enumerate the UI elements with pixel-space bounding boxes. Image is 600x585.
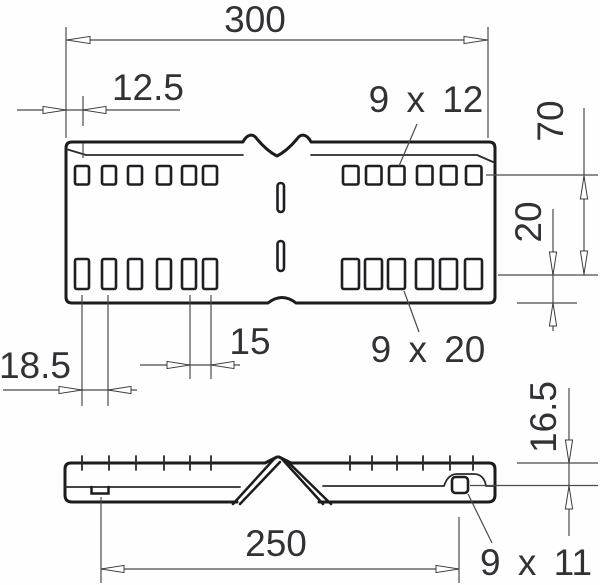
slot-9x12	[201, 164, 219, 186]
top-view-plate-outline	[64, 133, 497, 305]
side-slot-9x11	[450, 475, 470, 495]
side-view-profile	[63, 455, 497, 506]
slot-9x20	[100, 257, 118, 291]
bend-slot	[276, 239, 286, 273]
dim-label-top-slots: 9 x 12	[368, 78, 484, 120]
dim-label-row-to-edge: 20	[507, 201, 549, 243]
leader-9x11	[467, 493, 493, 544]
dim-label-pitch-wide: 18.5	[0, 344, 71, 386]
dim-label-side-slots: 9 x 11	[479, 541, 593, 583]
slot-9x12	[126, 164, 144, 186]
slot-9x12	[73, 164, 91, 186]
dim-label-side-height: 16.5	[522, 381, 564, 454]
slot-9x20	[155, 257, 173, 291]
dim-label-bottom-slots: 9 x 20	[370, 328, 486, 370]
slot-9x20	[73, 257, 91, 291]
dim-pitch-15	[140, 295, 240, 379]
leader-9x12	[398, 123, 418, 167]
top-view-center-bend-slots	[276, 181, 286, 273]
slot-9x20	[180, 257, 198, 291]
slot-9x12	[415, 164, 434, 186]
top-view-slots-row-top	[73, 164, 483, 186]
slot-9x20	[126, 257, 144, 291]
slot-9x12	[155, 164, 173, 186]
slot-9x20	[463, 257, 484, 291]
dim-row-to-edge-20	[498, 209, 598, 331]
slot-9x20	[201, 257, 219, 291]
slot-9x12	[364, 164, 383, 186]
slot-9x20	[340, 257, 361, 291]
slot-9x12	[341, 164, 360, 186]
dim-label-row-spacing: 70	[529, 100, 571, 142]
slot-9x12	[180, 164, 198, 186]
slot-9x20	[363, 257, 384, 291]
slot-9x12	[439, 164, 458, 186]
dim-label-pitch-narrow: 15	[229, 320, 271, 362]
fold-line-top	[65, 148, 244, 156]
dim-row-spacing-70	[486, 108, 598, 275]
slot-9x20	[414, 257, 435, 291]
slot-9x12	[100, 164, 118, 186]
dim-end-offset-12.5	[17, 96, 180, 158]
slot-9x20	[386, 257, 407, 291]
leader-9x20	[403, 290, 420, 333]
slot-position-ticks	[81, 455, 474, 471]
dim-label-slot-distance: 250	[245, 522, 307, 564]
dim-label-end-offset: 12.5	[111, 66, 184, 108]
bend-break-diagonals	[231, 457, 333, 506]
dim-pitch-18.5	[3, 295, 137, 406]
side-slot-left	[90, 485, 110, 495]
dim-slot-distance-250	[100, 497, 460, 583]
dim-label-total-length: 300	[224, 0, 286, 40]
fold-line-top-right	[310, 154, 494, 163]
dim-side-height-16.5	[470, 388, 598, 536]
slot-9x12	[387, 164, 406, 186]
bend-slot	[276, 181, 286, 214]
top-view-slots-row-bottom	[73, 257, 484, 291]
slot-9x12	[464, 164, 483, 186]
slot-9x20	[438, 257, 459, 291]
dim-total-length-300	[65, 27, 489, 138]
fold-line-side-right	[322, 473, 495, 487]
leader-lines	[398, 123, 493, 544]
